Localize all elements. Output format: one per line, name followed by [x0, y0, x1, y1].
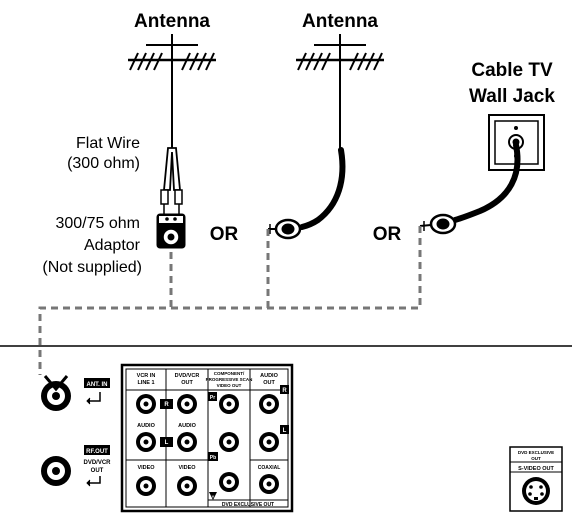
adaptor-icon: [156, 213, 186, 249]
vcr-in-video-jack[interactable]: [136, 476, 156, 496]
rf-out-arrow-icon: [90, 476, 101, 484]
component-pr-jack[interactable]: [219, 394, 239, 414]
pin-l-label-1: L: [165, 440, 169, 446]
antenna-left-icon: [128, 34, 216, 148]
line1-label: LINE 1: [137, 380, 154, 386]
antenna-right-icon: [296, 34, 384, 150]
audio-label-b: AUDIO: [178, 423, 196, 429]
pin-pr-label: Pr: [210, 395, 215, 401]
vcr-in-audio-l-jack[interactable]: [136, 432, 156, 452]
svideo-jack[interactable]: [522, 477, 550, 505]
video-label-b: VIDEO: [178, 465, 196, 471]
or-label-1: OR: [210, 224, 239, 245]
not-supplied-label: (Not supplied): [42, 259, 142, 276]
av-panel: [120, 363, 294, 513]
coaxial-label: COAXIAL: [258, 465, 281, 471]
audio-out-label: AUDIO: [260, 373, 278, 379]
or-label-2: OR: [373, 224, 402, 245]
rf-out-out-label: OUT: [91, 468, 104, 474]
svideo-title-label-2: OUT: [531, 456, 541, 461]
ant-in-arrow-icon: [90, 392, 101, 402]
video-out-label: VIDEO OUT: [217, 383, 242, 388]
adaptor-label-2: Adaptor: [84, 237, 141, 254]
component-label: COMPONENT/: [214, 371, 245, 376]
adaptor-label: 300/75 ohm: [55, 215, 140, 232]
pin-pb-label: Pb: [210, 455, 216, 461]
ant-in-badge: [84, 378, 110, 388]
component-pb-jack[interactable]: [219, 432, 239, 452]
svideo-out-label: S-VIDEO OUT: [518, 466, 554, 472]
coax-cable-antenna: [268, 147, 346, 240]
flat-wire-label: Flat Wire: [76, 135, 140, 152]
pin-r-label-2: R: [282, 388, 287, 394]
channel-badges: [160, 385, 289, 500]
ant-in-arrow-head-icon: [86, 397, 91, 405]
dvd-exclusive-out-label: DVD EXCLUSIVE OUT: [222, 502, 274, 508]
component-y-jack[interactable]: [219, 472, 239, 492]
antenna-left-label: Antenna: [134, 11, 210, 32]
ant-in-label: ANT. IN: [87, 382, 108, 388]
rf-out-jack[interactable]: [41, 456, 71, 486]
svideo-title-label: DVD EXCLUSIVE: [518, 450, 554, 455]
wall-jack-label: Wall Jack: [469, 86, 555, 107]
cable-tv-label: Cable TV: [471, 60, 553, 81]
vcr-in-audio-r-jack[interactable]: [136, 394, 156, 414]
dvdvcr-out-audio-r-jack[interactable]: [177, 394, 197, 414]
audio-label-a: AUDIO: [137, 423, 155, 429]
rf-out-arrow-head-icon: [86, 479, 91, 487]
dvdvcr-out-label-2: OUT: [181, 380, 193, 386]
flat-wire-icon: [160, 147, 183, 214]
video-label-a: VIDEO: [137, 465, 155, 471]
audio-out-r-jack[interactable]: [259, 394, 279, 414]
pin-r-label-1: R: [164, 402, 169, 408]
dvdvcr-out-video-jack[interactable]: [177, 476, 197, 496]
rca-jacks: [136, 394, 279, 496]
coax-cable-wall: [419, 142, 521, 235]
rf-out-dvdvcr-label: DVD/VCR: [83, 460, 111, 466]
pin-l-label-2: L: [283, 428, 287, 434]
audio-out-label-2: OUT: [263, 380, 275, 386]
audio-out-l-jack[interactable]: [259, 432, 279, 452]
ant-in-jack[interactable]: [41, 375, 71, 411]
rf-out-badge: [84, 445, 110, 455]
coaxial-jack[interactable]: [259, 474, 279, 494]
antenna-right-label: Antenna: [302, 11, 378, 32]
dvdvcr-out-audio-l-jack[interactable]: [177, 432, 197, 452]
dvdvcr-out-label: DVD/VCR: [175, 373, 200, 379]
dashed-connection-lines: [38, 226, 422, 375]
progressive-scan-label: PROGRESSIVE SCAN: [206, 377, 253, 382]
pin-y-label: Y: [212, 494, 215, 499]
rf-out-label: RF.OUT: [86, 449, 108, 455]
flat-wire-ohm-label: (300 ohm): [67, 155, 140, 172]
vcr-in-label: VCR IN: [137, 373, 156, 379]
